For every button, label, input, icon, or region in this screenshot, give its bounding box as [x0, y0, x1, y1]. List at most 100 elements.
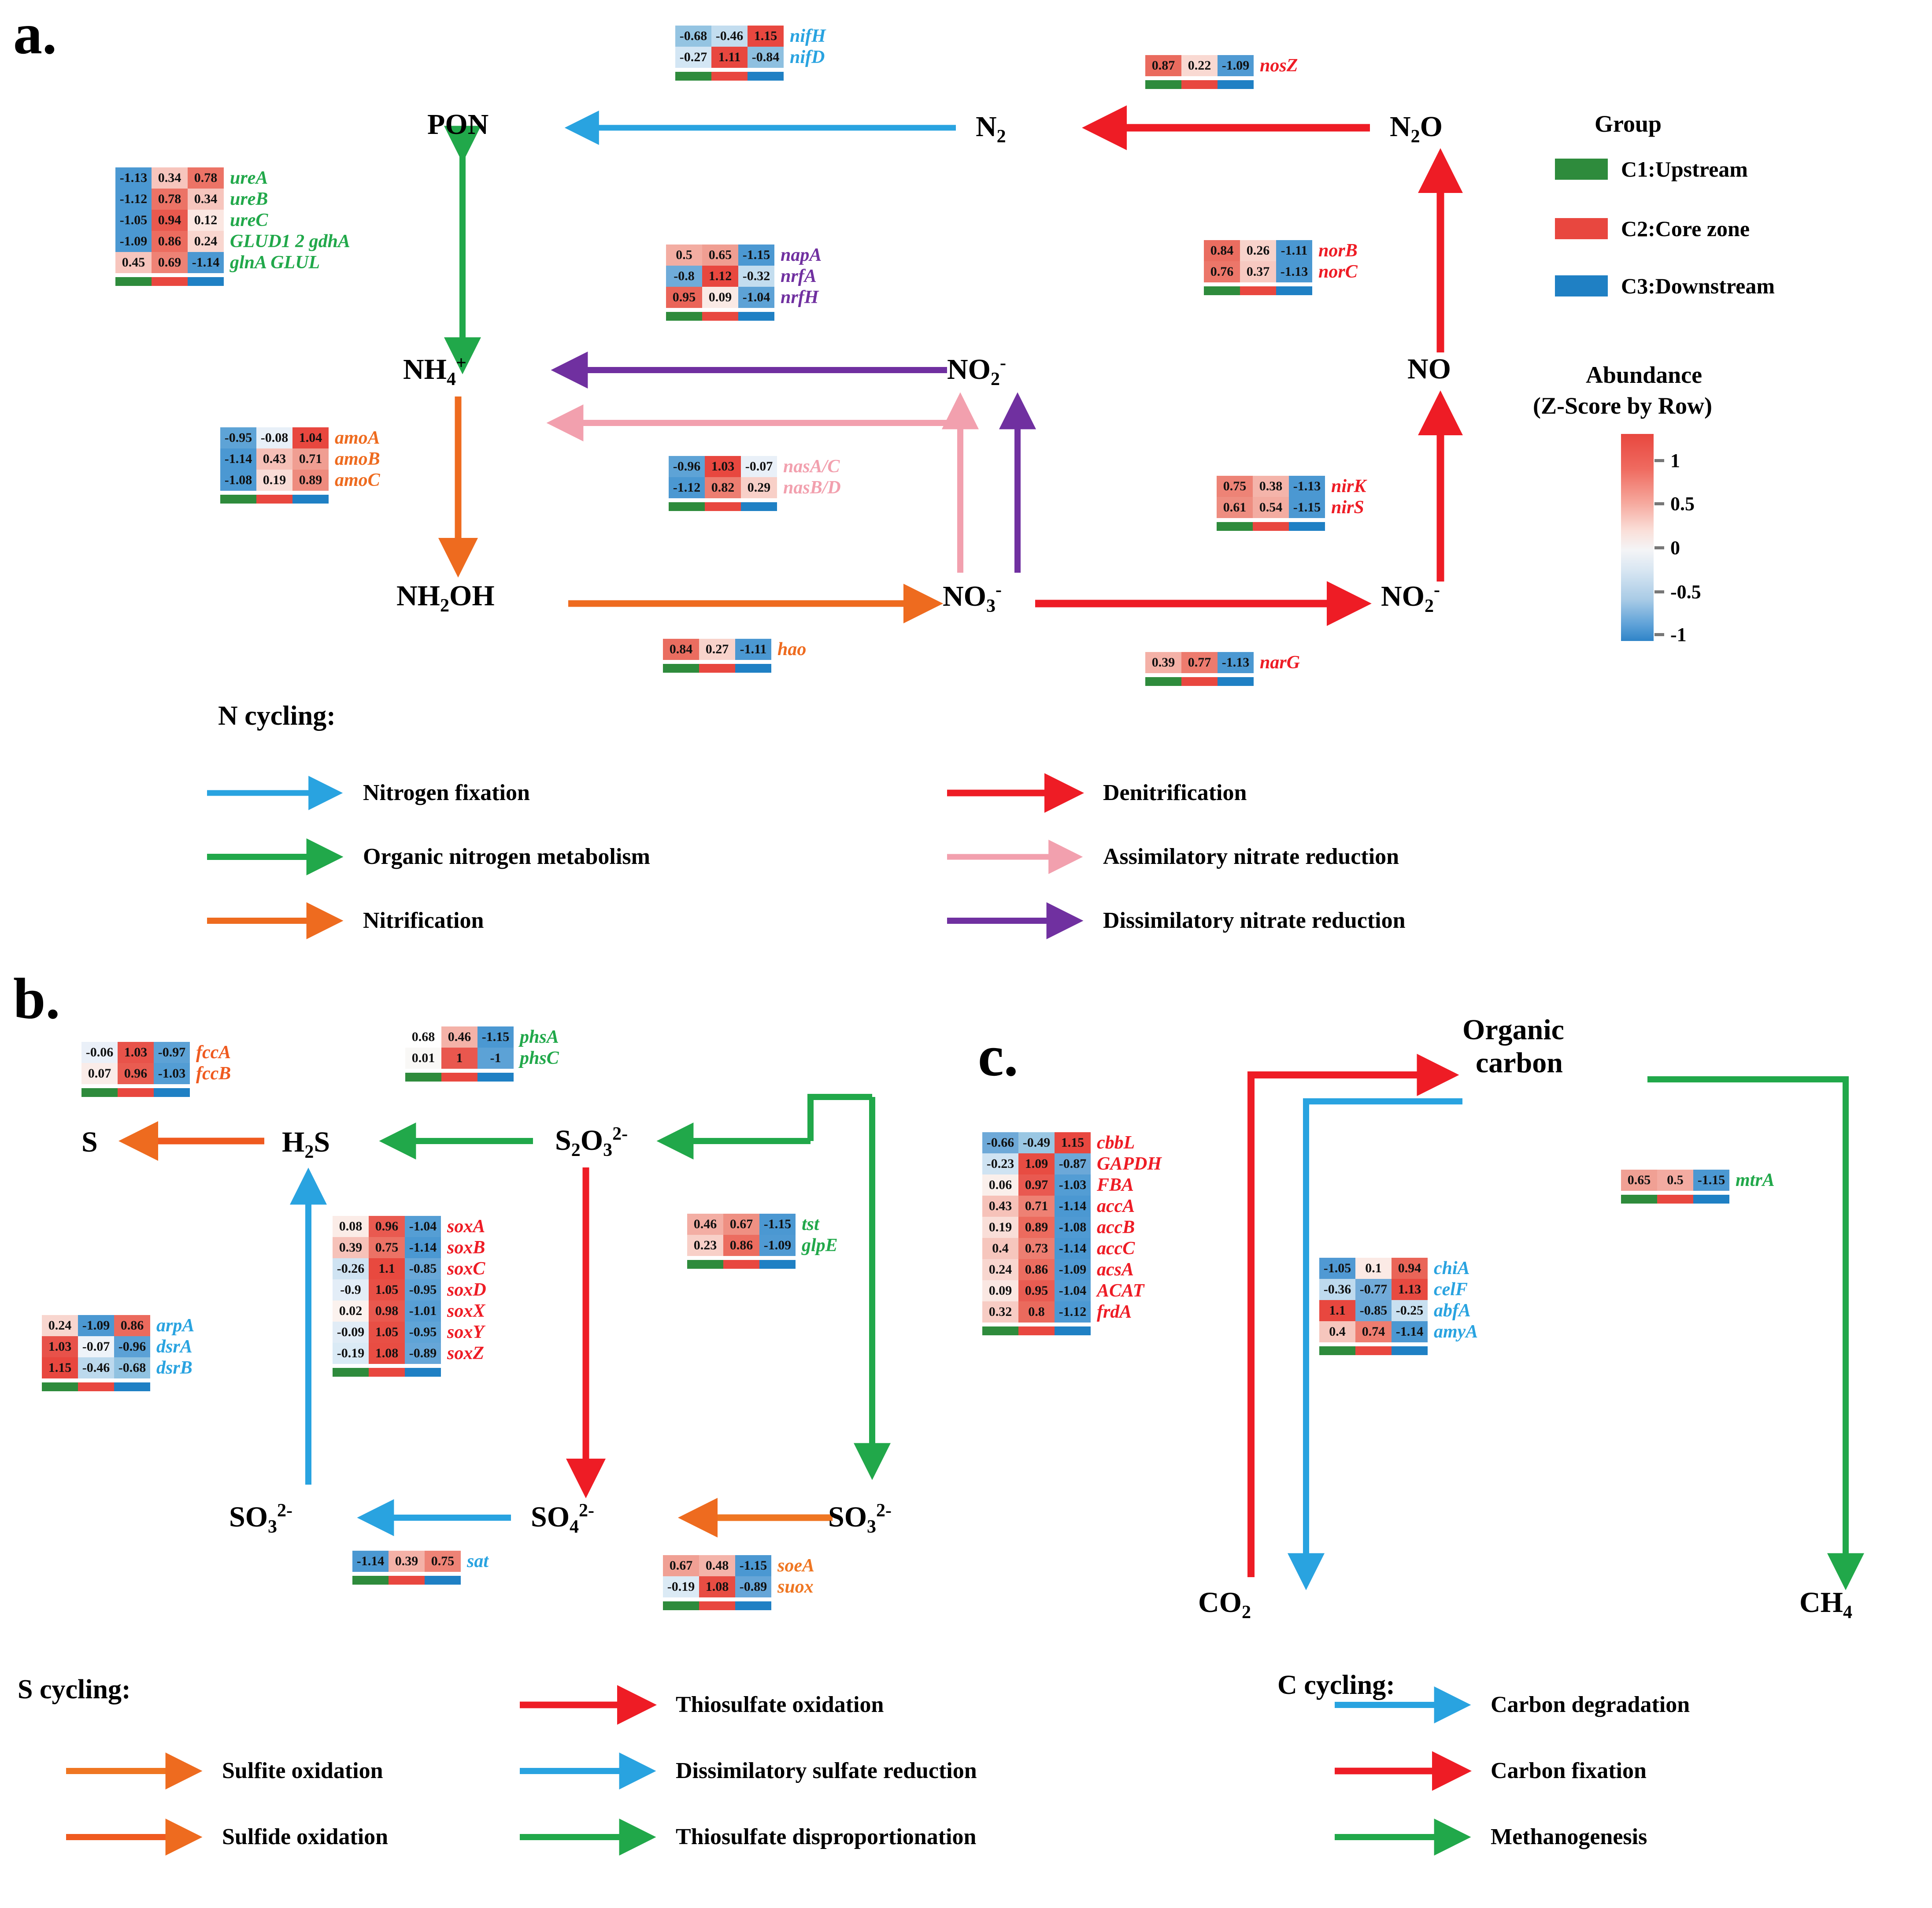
- heatmap-cell: -0.19: [663, 1576, 699, 1597]
- heatmap-cell: -1.15: [738, 245, 774, 266]
- heatmap-cell: 1.13: [1392, 1279, 1428, 1300]
- heatmap-cell: -1.14: [1055, 1238, 1091, 1259]
- metabolite-nh2oh: NH2OH: [396, 580, 495, 616]
- n-legend-item-organic-nitrogen-metabolism: Organic nitrogen metabolism: [207, 838, 650, 875]
- legend-arrow-icon: [1335, 1686, 1471, 1723]
- s-cycling-title: S cycling:: [18, 1675, 131, 1704]
- metabolite-so3-left: SO32-: [229, 1500, 293, 1538]
- heatmap-cell: 1.05: [369, 1322, 405, 1343]
- n-legend-label: Organic nitrogen metabolism: [363, 844, 650, 869]
- legend-arrow-icon: [1335, 1751, 1472, 1791]
- heatmap-cell: 0.37: [1240, 261, 1276, 282]
- heatmap-cell: -1.11: [735, 639, 771, 660]
- metabolite-n2: N2: [976, 111, 1006, 147]
- heatmap-cell: -1.03: [1055, 1174, 1091, 1196]
- heatmap-cell: 1: [441, 1048, 477, 1069]
- colorbar-tick-05: 0.5: [1654, 493, 1695, 515]
- heatmap-cell: -1.09: [1218, 55, 1254, 76]
- group-swatch-c3: [1555, 275, 1608, 296]
- group-seg-c2: [1018, 1326, 1055, 1335]
- heatmap-cell: 0.4: [982, 1238, 1018, 1259]
- gene-label-column: fccA fccB: [196, 1042, 231, 1084]
- tick-mark: [1654, 590, 1664, 593]
- gene-label-column: phsA phsC: [520, 1026, 559, 1069]
- legend-arrow-icon: [207, 838, 344, 875]
- heatmap-cell: -0.85: [1355, 1300, 1392, 1321]
- gene-label: glnA GLUL: [230, 252, 320, 273]
- n-legend-label: Denitrification: [1103, 780, 1247, 805]
- legend-arrow-icon: [66, 1752, 203, 1789]
- heatmap-cell: 1.03: [118, 1042, 154, 1063]
- metabolite-nh4: NH4+: [403, 353, 466, 390]
- group-seg-c3: [477, 1073, 514, 1082]
- n-legend-label: Dissimilatory nitrate reduction: [1103, 908, 1406, 933]
- heatmap-row: 1.15-0.46-0.68: [42, 1357, 150, 1378]
- legend-arrow-icon: [947, 839, 1083, 874]
- gene-label-column: tst glpE: [802, 1214, 838, 1256]
- heatmap-cell: 0.67: [723, 1214, 759, 1235]
- group-seg-c1: [663, 664, 699, 673]
- gene-label: fccB: [196, 1063, 231, 1084]
- gene-label-column: cbbL GAPDH FBA accA accB accC acsA ACAT …: [1097, 1132, 1162, 1323]
- metabolite-no2-right: NO2-: [1381, 580, 1440, 617]
- heatmap-cell: 1.08: [369, 1343, 405, 1364]
- gene-label-column: ureA ureB ureC GLUD1 2 gdhA glnA GLUL: [230, 167, 350, 273]
- heatmap-cell: 0.09: [982, 1280, 1018, 1301]
- heatmap-cell: 0.23: [687, 1235, 723, 1256]
- tick-mark: [1654, 459, 1664, 462]
- heatmap-cell: 0.5: [1657, 1170, 1693, 1191]
- heatmap-cell: -1.15: [1289, 497, 1325, 518]
- metabolite-so3-right: SO32-: [828, 1500, 892, 1538]
- colorbar-title-line2: (Z-Score by Row): [1533, 393, 1712, 419]
- heatmap-cell: 1.09: [1018, 1153, 1055, 1174]
- heatmap-cell: 0.27: [699, 639, 735, 660]
- group-seg-c2: [1657, 1195, 1693, 1204]
- heatmap-cell: 0.34: [188, 189, 224, 210]
- gene-label: norC: [1318, 262, 1358, 282]
- heatmap-cell: 0.84: [663, 639, 699, 660]
- gene-label: chiA: [1434, 1258, 1470, 1278]
- n-legend-label: Nitrification: [363, 908, 484, 933]
- group-legend-title: Group: [1595, 111, 1662, 137]
- heatmap-cell: -1.04: [405, 1216, 441, 1237]
- gene-label: fccA: [196, 1042, 231, 1063]
- heatmap-cell: 0.38: [1253, 476, 1289, 497]
- group-bar: [663, 664, 771, 673]
- heatmap-cell: 0.67: [663, 1555, 699, 1576]
- gene-label: soeA: [777, 1556, 814, 1576]
- heatmap-cell: 0.86: [152, 231, 188, 252]
- group-seg-c3: [1276, 286, 1312, 295]
- group-seg-c2: [1355, 1346, 1392, 1355]
- group-seg-c3: [114, 1382, 150, 1391]
- group-seg-c1: [675, 72, 711, 81]
- heatmap-cell: -0.68: [114, 1357, 150, 1378]
- heatmap-cell: 0.26: [1240, 240, 1276, 261]
- gene-label: abfA: [1434, 1300, 1471, 1321]
- heatmap-cell: 0.54: [1253, 497, 1289, 518]
- group-seg-c2: [702, 312, 738, 321]
- heatmap-cell: 0.01: [405, 1048, 441, 1069]
- n-cycling-title: N cycling:: [218, 701, 336, 731]
- gene-label: cbbL: [1097, 1133, 1135, 1153]
- heatmap-cell: -1.14: [405, 1237, 441, 1258]
- heatmap-cell: -1.12: [669, 477, 705, 498]
- gene-label: soxD: [447, 1280, 486, 1300]
- gene-label: amoA: [335, 428, 380, 448]
- heatmap-cell: -0.97: [154, 1042, 190, 1063]
- heatmap-cell: -0.89: [405, 1343, 441, 1364]
- group-seg-c3: [735, 1601, 771, 1610]
- metabolite-s2o3: S2O32-: [555, 1124, 628, 1161]
